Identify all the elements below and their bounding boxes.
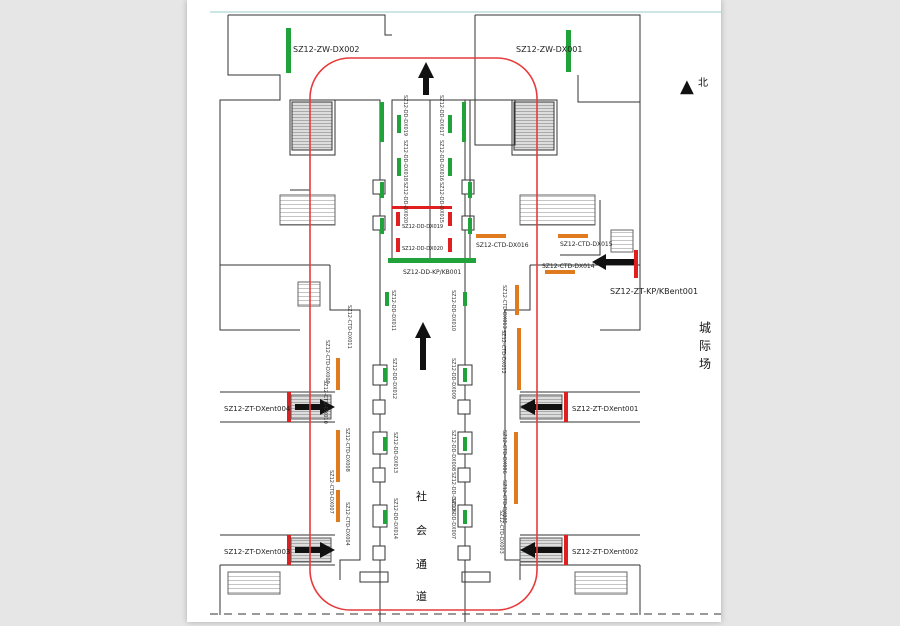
label-zt-dxent003: SZ12-ZT-DXent003 bbox=[224, 548, 290, 556]
corridor-walls bbox=[219, 100, 641, 622]
route-outline bbox=[309, 57, 538, 611]
stair-top-right bbox=[513, 101, 555, 151]
arrow-left-001-icon bbox=[520, 399, 562, 415]
code-label: SZ12-DD-DX020 bbox=[402, 182, 408, 223]
center-char-3: 道 bbox=[416, 589, 427, 603]
code-label: SZ12-DD-DX016 bbox=[438, 140, 444, 181]
code-label: SZ12-DD-DX019 bbox=[402, 95, 408, 136]
label-zt-dxent002: SZ12-ZT-DXent002 bbox=[572, 548, 638, 556]
arrow-left-kp-icon bbox=[592, 254, 634, 270]
code-label: SZ12-DD-DX007 bbox=[450, 498, 456, 539]
code-label: SZ12-DD-DX014 bbox=[392, 498, 398, 539]
code-label: SZ12-DD-DX008 bbox=[450, 430, 456, 471]
label-ctd-dx016: SZ12-CTD-DX016 bbox=[476, 242, 529, 249]
code-label: SZ12-DD-DX017 bbox=[438, 95, 444, 136]
code-label: SZ12-CTD-DX013 bbox=[501, 285, 507, 329]
code-label: SZ12-CTD-DX008 bbox=[344, 428, 350, 472]
gate-bar bbox=[388, 258, 476, 263]
label-dd-dx019: SZ12-DD-DX019 bbox=[402, 224, 443, 230]
label-ctd-dx014: SZ12-CTD-DX014 bbox=[542, 263, 595, 270]
label-dd-dx020: SZ12-DD-DX020 bbox=[402, 246, 443, 252]
label-zt-dxent001: SZ12-ZT-DXent001 bbox=[572, 405, 638, 413]
code-label: SZ12-DD-DX011 bbox=[390, 290, 396, 331]
code-label: SZ12-DD-DX012 bbox=[391, 358, 397, 399]
code-label: SZ12-DD-DX013 bbox=[392, 432, 398, 473]
code-label: SZ12-CTD-DX011 bbox=[346, 305, 352, 349]
code-label: SZ12-DD-DX015 bbox=[438, 182, 444, 223]
stair-top-left bbox=[291, 101, 333, 151]
side-char-2: 场 bbox=[699, 357, 711, 371]
side-char-1: 际 bbox=[699, 339, 711, 353]
bottom-right-hatch bbox=[574, 571, 628, 595]
center-char-2: 通 bbox=[416, 558, 427, 571]
exit-marker-dx001 bbox=[566, 30, 571, 72]
label-zw-dx002: SZ12-ZW-DX002 bbox=[293, 45, 360, 54]
north-label: 北 bbox=[698, 77, 708, 89]
label-ctd-dx015: SZ12-CTD-DX015 bbox=[560, 241, 613, 248]
code-label: SZ12-CTD-DX004 bbox=[344, 502, 350, 546]
code-label: SZ12-DD-DX018 bbox=[402, 140, 408, 181]
escalator-right bbox=[519, 194, 596, 226]
exit-marker-dx002 bbox=[286, 28, 291, 73]
center-char-1: 会 bbox=[416, 524, 427, 537]
north-arrow-icon: ▲ bbox=[680, 76, 694, 97]
orange-markers bbox=[336, 234, 588, 522]
arrow-up-top-icon bbox=[418, 62, 434, 95]
arrow-right-003-icon bbox=[295, 542, 335, 558]
floor-plan-page: SZ12-ZW-DX002 SZ12-ZW-DX001 ▲ 北 bbox=[187, 0, 721, 622]
escalator-left bbox=[279, 194, 336, 226]
side-char-0: 城 bbox=[699, 321, 711, 335]
code-label: SZ12-CTD-DX005 bbox=[501, 480, 507, 524]
code-label: SZ12-DD-DX006 bbox=[450, 472, 456, 513]
bottom-left-hatch bbox=[227, 571, 281, 595]
arrow-up-mid-icon bbox=[415, 322, 431, 370]
green-markers bbox=[380, 102, 472, 524]
label-dd-kp-kb001: SZ12-DD-KP/KB001 bbox=[403, 269, 461, 276]
label-zw-dx001: SZ12-ZW-DX001 bbox=[516, 45, 583, 54]
code-label: SZ12-CTD-DX006 bbox=[501, 430, 507, 474]
code-label: SZ12-CTD-DX003 bbox=[498, 510, 504, 554]
arrow-left-002-icon bbox=[520, 542, 562, 558]
code-label: SZ12-CTD-DX012 bbox=[500, 330, 506, 374]
code-label: SZ12-CTD-DX009 bbox=[324, 340, 330, 384]
center-char-0: 社 bbox=[416, 489, 427, 503]
stair-block-left bbox=[297, 281, 321, 307]
code-label: SZ12-CTD-DX010 bbox=[322, 380, 328, 424]
direction-arrows bbox=[295, 62, 634, 558]
station-floor-plan: SZ12-ZW-DX002 SZ12-ZW-DX001 ▲ 北 bbox=[210, 11, 721, 622]
red-markers bbox=[287, 206, 638, 565]
label-zt-kp-kbent001: SZ12-ZT-KP/KBent001 bbox=[610, 287, 698, 296]
code-label: SZ12-DD-DX009 bbox=[450, 358, 456, 399]
label-zt-dxent004: SZ12-ZT-DXent004 bbox=[224, 405, 291, 413]
arrow-right-004-icon bbox=[295, 399, 335, 415]
code-label: SZ12-DD-DX010 bbox=[450, 290, 456, 331]
center-label: 社 会 通 道 bbox=[416, 489, 427, 603]
code-label: SZ12-CTD-DX007 bbox=[328, 470, 334, 514]
side-label: 城 际 场 bbox=[699, 321, 711, 371]
stair-block-right bbox=[610, 229, 634, 253]
